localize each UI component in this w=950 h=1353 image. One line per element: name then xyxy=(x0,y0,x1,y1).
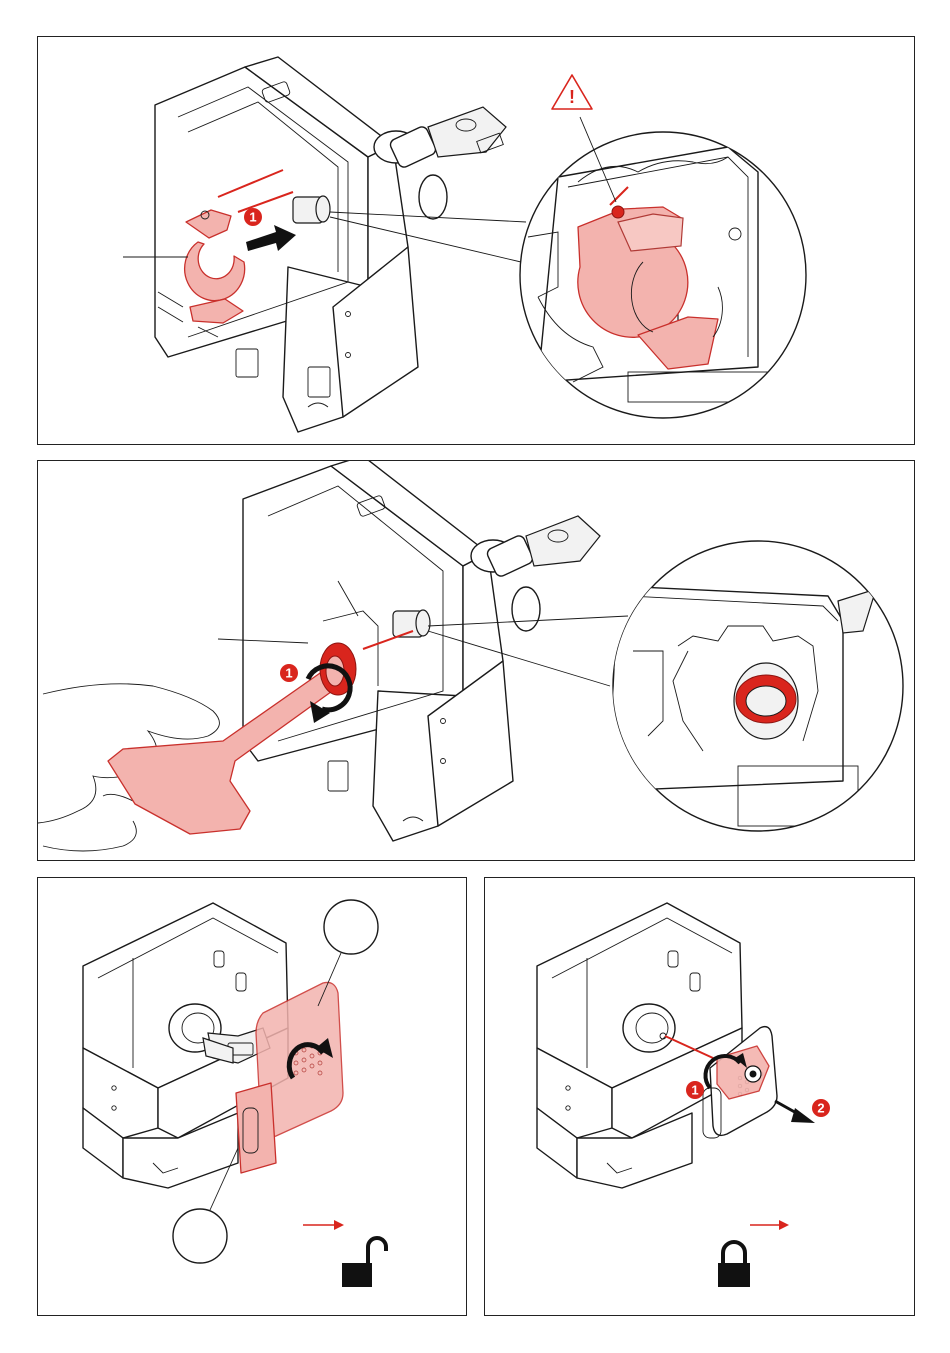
svg-text:!: ! xyxy=(569,87,575,107)
callout-circle-top xyxy=(324,900,378,954)
callout-circle-bottom xyxy=(173,1209,227,1263)
panel-2-illustration: 1 xyxy=(38,461,916,862)
svg-text:1: 1 xyxy=(691,1083,698,1098)
step-badge-1: 1 xyxy=(686,1081,704,1099)
detail-zoom-circle xyxy=(608,541,903,831)
switch-body xyxy=(243,461,513,841)
panel-step-insert-cam: 1 xyxy=(37,36,915,445)
direction-arrow-icon xyxy=(303,1220,344,1230)
padlock-closed-icon xyxy=(718,1242,750,1287)
detail-zoom-circle xyxy=(520,132,806,418)
pull-arrow-icon xyxy=(775,1101,815,1123)
svg-text:1: 1 xyxy=(285,666,292,681)
shaft-stub xyxy=(393,610,430,637)
direction-arrow-icon xyxy=(750,1220,789,1230)
svg-text:2: 2 xyxy=(817,1101,824,1116)
panel-3-illustration xyxy=(38,878,468,1317)
panel-cover-locked: 1 2 xyxy=(484,877,915,1316)
step-badge-1: 1 xyxy=(244,208,262,226)
panel-step-turn-tool: 1 xyxy=(37,460,915,861)
panel-cover-unlocked xyxy=(37,877,467,1316)
svg-text:1: 1 xyxy=(249,210,256,225)
panel-4-illustration: 1 2 xyxy=(485,878,916,1317)
key-cylinder xyxy=(623,1004,675,1052)
step-badge-2: 2 xyxy=(812,1099,830,1117)
panel-1-illustration: 1 xyxy=(38,37,916,446)
shaft-stub xyxy=(293,196,330,223)
padlock-open-icon xyxy=(342,1238,386,1287)
step-badge-1: 1 xyxy=(280,664,298,682)
